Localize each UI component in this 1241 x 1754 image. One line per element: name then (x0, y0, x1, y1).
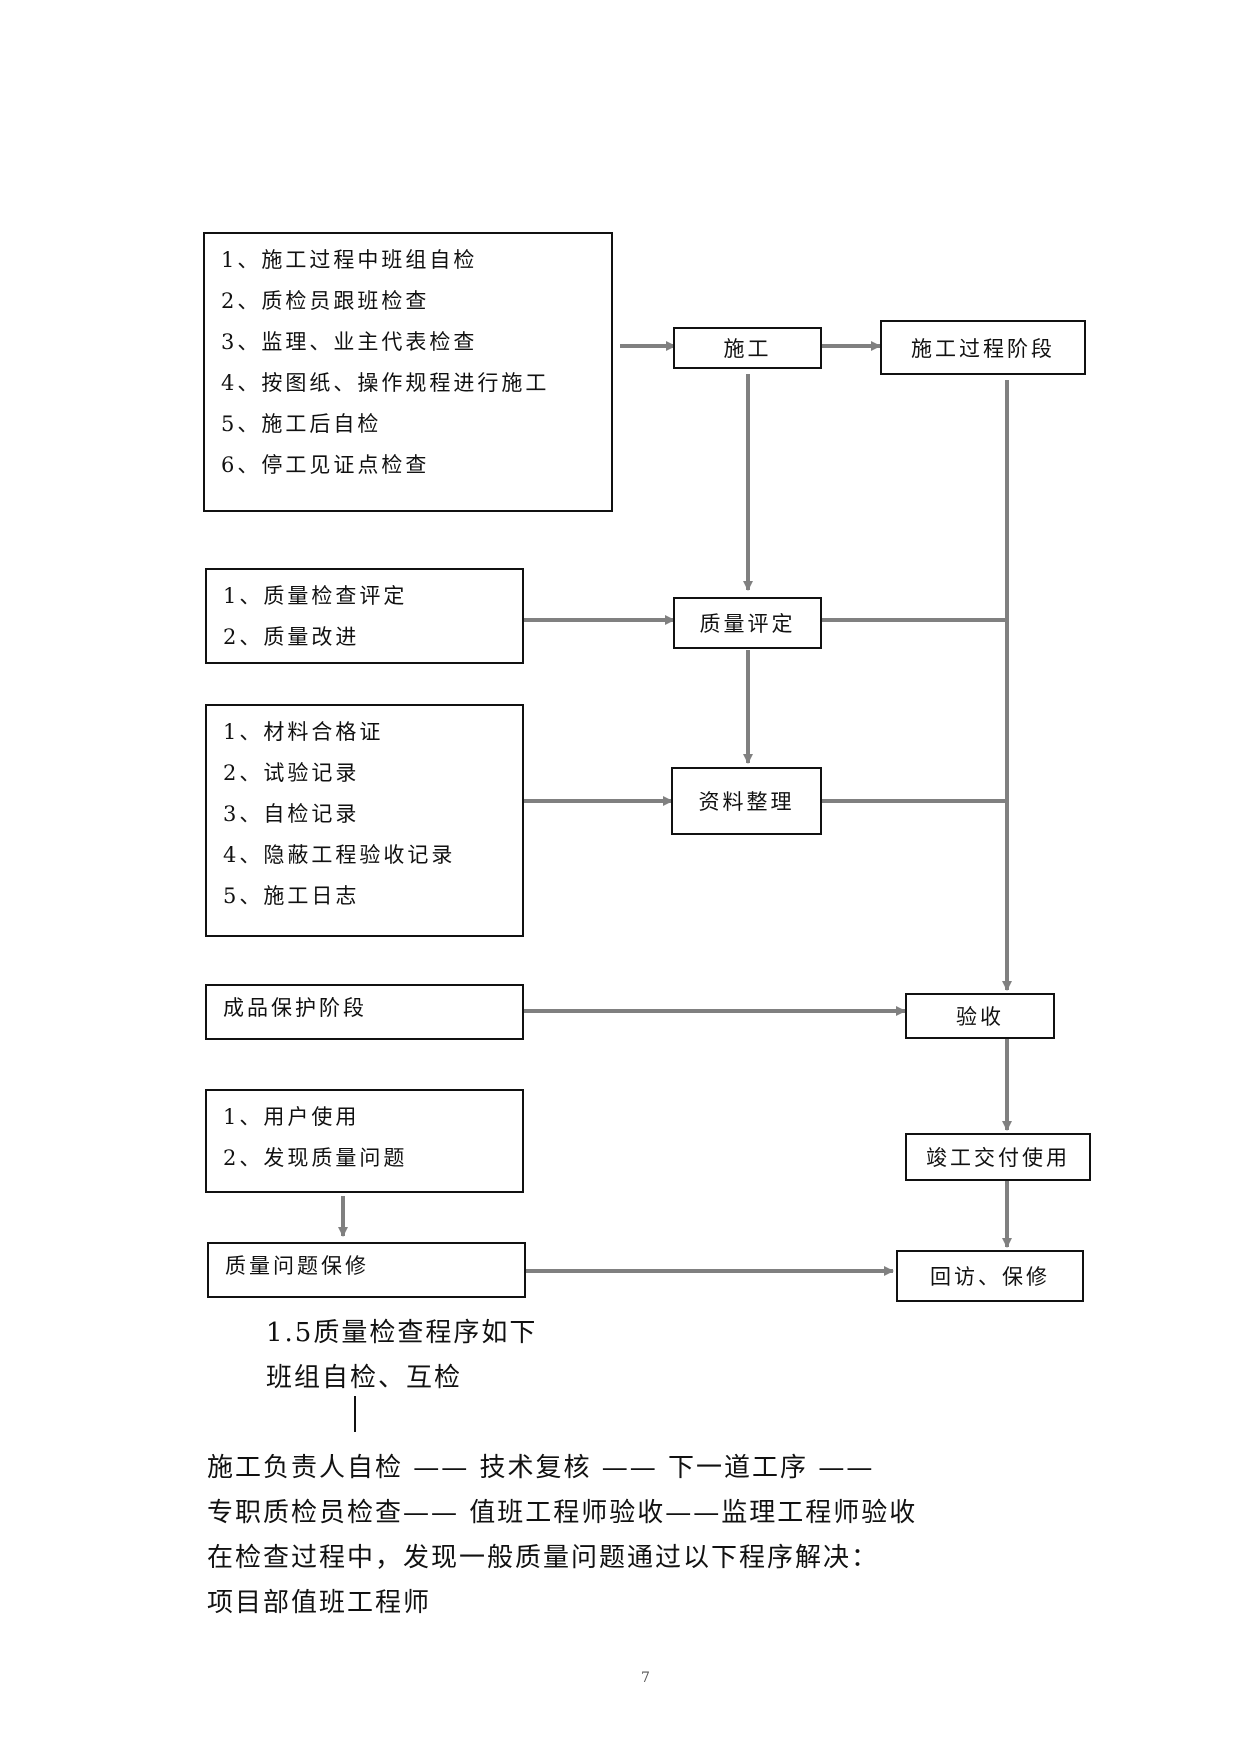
list-item: 2、发现质量问题 (223, 1146, 408, 1170)
section-line5: 项目部值班工程师 (207, 1588, 432, 1618)
acceptance-node: 验收 (905, 993, 1055, 1039)
section-line3: 专职质检员检查—— 值班工程师验收——监理工程师验收 (207, 1498, 918, 1528)
list-item: 2、试验记录 (223, 761, 360, 785)
list-item: 4、按图纸、操作规程进行施工 (221, 371, 550, 395)
usage-box: 1、用户使用 2、发现质量问题 (205, 1089, 524, 1193)
construction-node: 施工 (673, 327, 822, 369)
list-item: 1、质量检查评定 (223, 584, 408, 608)
list-item: 6、停工见证点检查 (221, 453, 430, 477)
list-item: 1、施工过程中班组自检 (221, 248, 478, 272)
page-number: 7 (641, 1670, 650, 1686)
section-line4: 在检查过程中，发现一般质量问题通过以下程序解决： (207, 1543, 880, 1573)
handover-node: 竣工交付使用 (905, 1133, 1091, 1181)
list-item: 4、隐蔽工程验收记录 (223, 843, 456, 867)
list-item: 1、材料合格证 (223, 720, 384, 744)
list-item: 5、施工后自检 (221, 412, 382, 436)
docs-node: 资料整理 (671, 767, 822, 835)
list-item: 1、用户使用 (223, 1105, 360, 1129)
list-item: 2、质检员跟班检查 (221, 289, 430, 313)
repair-label: 质量问题保修 (225, 1254, 369, 1278)
protection-stage-box: 成品保护阶段 (205, 984, 524, 1040)
section-title: 1.5质量检查程序如下 (266, 1318, 538, 1348)
process-stage-node: 施工过程阶段 (880, 320, 1086, 375)
repair-box: 质量问题保修 (207, 1242, 526, 1298)
documents-box: 1、材料合格证 2、试验记录 3、自检记录 4、隐蔽工程验收记录 5、施工日志 (205, 704, 524, 937)
section-line2: 施工负责人自检 —— 技术复核 —— 下一道工序 —— (207, 1453, 875, 1483)
list-item: 2、质量改进 (223, 625, 360, 649)
list-item: 5、施工日志 (223, 884, 360, 908)
construction-checks-box: 1、施工过程中班组自检 2、质检员跟班检查 3、监理、业主代表检查 4、按图纸、… (203, 232, 613, 512)
list-item: 3、自检记录 (223, 802, 360, 826)
revisit-node: 回访、保修 (896, 1250, 1084, 1302)
list-item: 3、监理、业主代表检查 (221, 330, 478, 354)
quality-eval-box: 1、质量检查评定 2、质量改进 (205, 568, 524, 664)
section-step1: 班组自检、互检 (266, 1363, 463, 1393)
protection-stage-label: 成品保护阶段 (223, 996, 367, 1020)
quality-eval-node: 质量评定 (673, 597, 822, 649)
